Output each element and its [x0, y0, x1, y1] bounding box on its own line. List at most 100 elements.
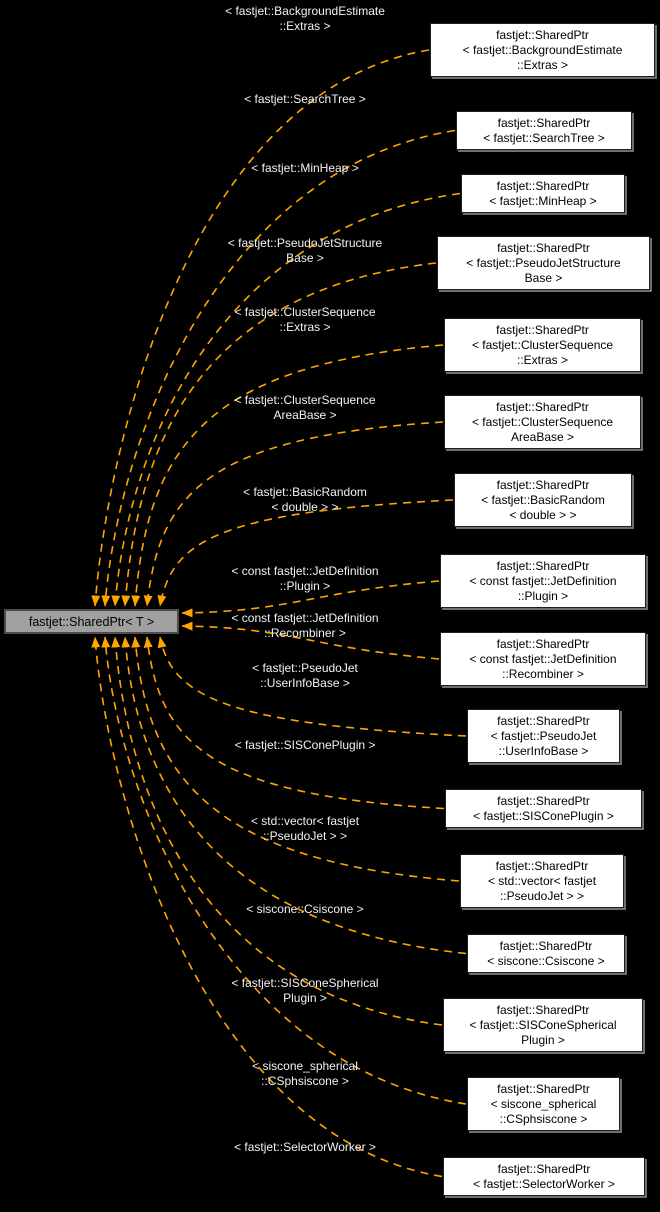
instantiation-node[interactable]: fastjet::SharedPtr< siscone::Csiscone > [467, 934, 625, 973]
instantiation-node[interactable]: fastjet::SharedPtr< fastjet::SelectorWor… [443, 1157, 645, 1196]
instantiation-node-line: fastjet::SharedPtr [495, 859, 589, 873]
center-node-label: fastjet::SharedPtr< T > [28, 614, 155, 629]
instantiation-node[interactable]: fastjet::SharedPtr< fastjet::PseudoJet::… [467, 709, 620, 763]
instantiation-node[interactable]: fastjet::SharedPtr< fastjet::ClusterSequ… [444, 395, 641, 449]
dependency-edge [101, 636, 467, 1105]
instantiation-node[interactable]: fastjet::SharedPtr< std::vector< fastjet… [460, 854, 624, 908]
instantiation-node[interactable]: fastjet::SharedPtr< siscone_spherical::C… [467, 1077, 620, 1131]
instantiation-node-line: < fastjet::SearchTree > [483, 131, 605, 145]
edge-label-line: < const fastjet::JetDefinition [231, 564, 379, 578]
edge-label: < const fastjet::JetDefinition::Recombin… [231, 611, 378, 641]
instantiation-node-line: fastjet::SharedPtr [496, 323, 589, 337]
dependency-edge [157, 636, 467, 737]
edge-label-line: < const fastjet::JetDefinition [231, 611, 379, 625]
instantiation-node-line: < fastjet::SISConePlugin > [473, 809, 614, 823]
instantiation-node[interactable]: fastjet::SharedPtr< fastjet::BackgroundE… [430, 23, 655, 77]
dependency-edge [121, 262, 437, 607]
edge-label-line: < fastjet::SearchTree > [244, 92, 366, 106]
dependency-edge [143, 636, 445, 810]
instantiation-node-line: ::Extras > [516, 353, 569, 367]
dependency-edge [181, 580, 440, 618]
center-node: fastjet::SharedPtr< T > [4, 609, 179, 634]
instantiation-node[interactable]: fastjet::SharedPtr< fastjet::SISConeSphe… [443, 998, 643, 1052]
dependency-edge [157, 499, 454, 607]
edge-label: < fastjet::SISConePlugin > [235, 738, 376, 753]
edge-label: < siscone::Csiscone > [246, 902, 363, 917]
edge-label: < fastjet::SelectorWorker > [234, 1140, 376, 1155]
instantiation-node[interactable]: fastjet::SharedPtr< const fastjet::JetDe… [440, 554, 646, 608]
instantiation-node-line: < const fastjet::JetDefinition [469, 652, 617, 666]
instantiation-node-line: < fastjet::PseudoJetStructure [466, 256, 621, 270]
edge-label: < fastjet::ClusterSequence::Extras > [234, 305, 375, 335]
instantiation-node-line: ::CSphsiscone > [499, 1112, 588, 1126]
instantiation-node[interactable]: fastjet::SharedPtr< fastjet::SISConePlug… [445, 789, 642, 828]
instantiation-node-line: ::UserInfoBase > [498, 744, 589, 758]
edge-label-line: < fastjet::PseudoJetStructure [227, 236, 383, 250]
instantiation-node[interactable]: fastjet::SharedPtr< fastjet::MinHeap > [461, 174, 625, 213]
instantiation-node[interactable]: fastjet::SharedPtr< fastjet::BasicRandom… [454, 473, 632, 527]
dependency-edge [143, 421, 444, 607]
instantiation-node-line: fastjet::SharedPtr [496, 28, 589, 42]
dependency-edge [111, 636, 443, 1026]
edge-label-line: AreaBase > [273, 408, 337, 422]
edge-label-line: Plugin > [283, 991, 327, 1005]
edge-label-line: ::CSphsiscone > [261, 1074, 349, 1088]
instantiation-node-line: ::Extras > [516, 58, 569, 72]
instantiation-node-line: fastjet::SharedPtr [497, 1162, 591, 1176]
instantiation-node-line: ::Plugin > [517, 589, 569, 603]
instantiation-node-line: < fastjet::ClusterSequence [471, 338, 614, 352]
instantiation-node-line: ::Recombiner > [502, 667, 584, 681]
instantiation-node-line: fastjet::SharedPtr [496, 400, 589, 414]
instantiation-node-line: < fastjet::MinHeap > [489, 194, 597, 208]
edge-label: < fastjet::SearchTree > [244, 92, 366, 107]
edge-label-line: ::PseudoJet > > [262, 829, 348, 843]
instantiation-node-line: fastjet::SharedPtr [497, 241, 590, 255]
dependency-edge [131, 344, 444, 607]
dependency-edge [131, 636, 460, 882]
instantiation-node[interactable]: fastjet::SharedPtr< fastjet::ClusterSequ… [444, 318, 641, 372]
edge-label-line: ::Extras > [279, 19, 331, 33]
instantiation-node-line: < siscone::Csiscone > [487, 954, 605, 968]
instantiation-node-line: Plugin > [521, 1033, 565, 1047]
edge-label-line: < double > > [271, 500, 339, 514]
edge-label-line: < fastjet::PseudoJet [252, 661, 358, 675]
dependency-edge [91, 49, 430, 607]
instantiation-node-line: < siscone_spherical [490, 1097, 597, 1111]
instantiation-node-line: fastjet::SharedPtr [496, 478, 590, 492]
edge-label-line: ::Extras > [279, 320, 331, 334]
instantiation-node-line: fastjet::SharedPtr [497, 116, 591, 130]
edge-label-line: ::Recombiner > [264, 626, 346, 640]
edge-label-line: ::Plugin > [279, 579, 331, 593]
instantiation-node[interactable]: fastjet::SharedPtr< fastjet::SearchTree … [456, 111, 632, 150]
instantiation-node-line: fastjet::SharedPtr [497, 714, 590, 728]
edge-label: < fastjet::BasicRandom< double > > [243, 485, 367, 515]
edge-label: < std::vector< fastjet::PseudoJet > > [251, 814, 359, 844]
instantiation-node-line: Base > [524, 271, 563, 285]
edge-label-line: < siscone_spherical [252, 1059, 358, 1073]
instantiation-node[interactable]: fastjet::SharedPtr< fastjet::PseudoJetSt… [437, 236, 650, 290]
edge-label-line: < fastjet::SISConePlugin > [234, 738, 376, 752]
instantiation-node-line: fastjet::SharedPtr [496, 559, 590, 573]
edge-label-line: < fastjet::BackgroundEstimate [225, 4, 385, 18]
dependency-edge [181, 621, 440, 660]
instantiation-node-line: fastjet::SharedPtr [497, 1082, 590, 1096]
edge-label-line: < fastjet::SISConeSpherical [231, 976, 379, 990]
dependency-edge [111, 192, 461, 607]
instantiation-node[interactable]: fastjet::SharedPtr< const fastjet::JetDe… [440, 632, 646, 686]
instantiation-node-line: < fastjet::BackgroundEstimate [462, 43, 623, 57]
instantiation-node-line: < const fastjet::JetDefinition [469, 574, 617, 588]
edge-label-line: < fastjet::MinHeap > [251, 161, 359, 175]
instantiation-node-line: fastjet::SharedPtr [499, 939, 593, 953]
edge-label-line: < fastjet::SelectorWorker > [234, 1140, 376, 1154]
instantiation-node-line: < std::vector< fastjet [487, 874, 597, 888]
instantiation-node-line: < fastjet::BasicRandom [481, 493, 605, 507]
edge-label-line: ::UserInfoBase > [260, 676, 350, 690]
instantiation-node-line: < fastjet::PseudoJet [490, 729, 597, 743]
instantiation-node-line: < double > > [509, 508, 577, 522]
edge-label-line: < fastjet::ClusterSequence [234, 305, 376, 319]
edge-label-line: < fastjet::ClusterSequence [234, 393, 376, 407]
